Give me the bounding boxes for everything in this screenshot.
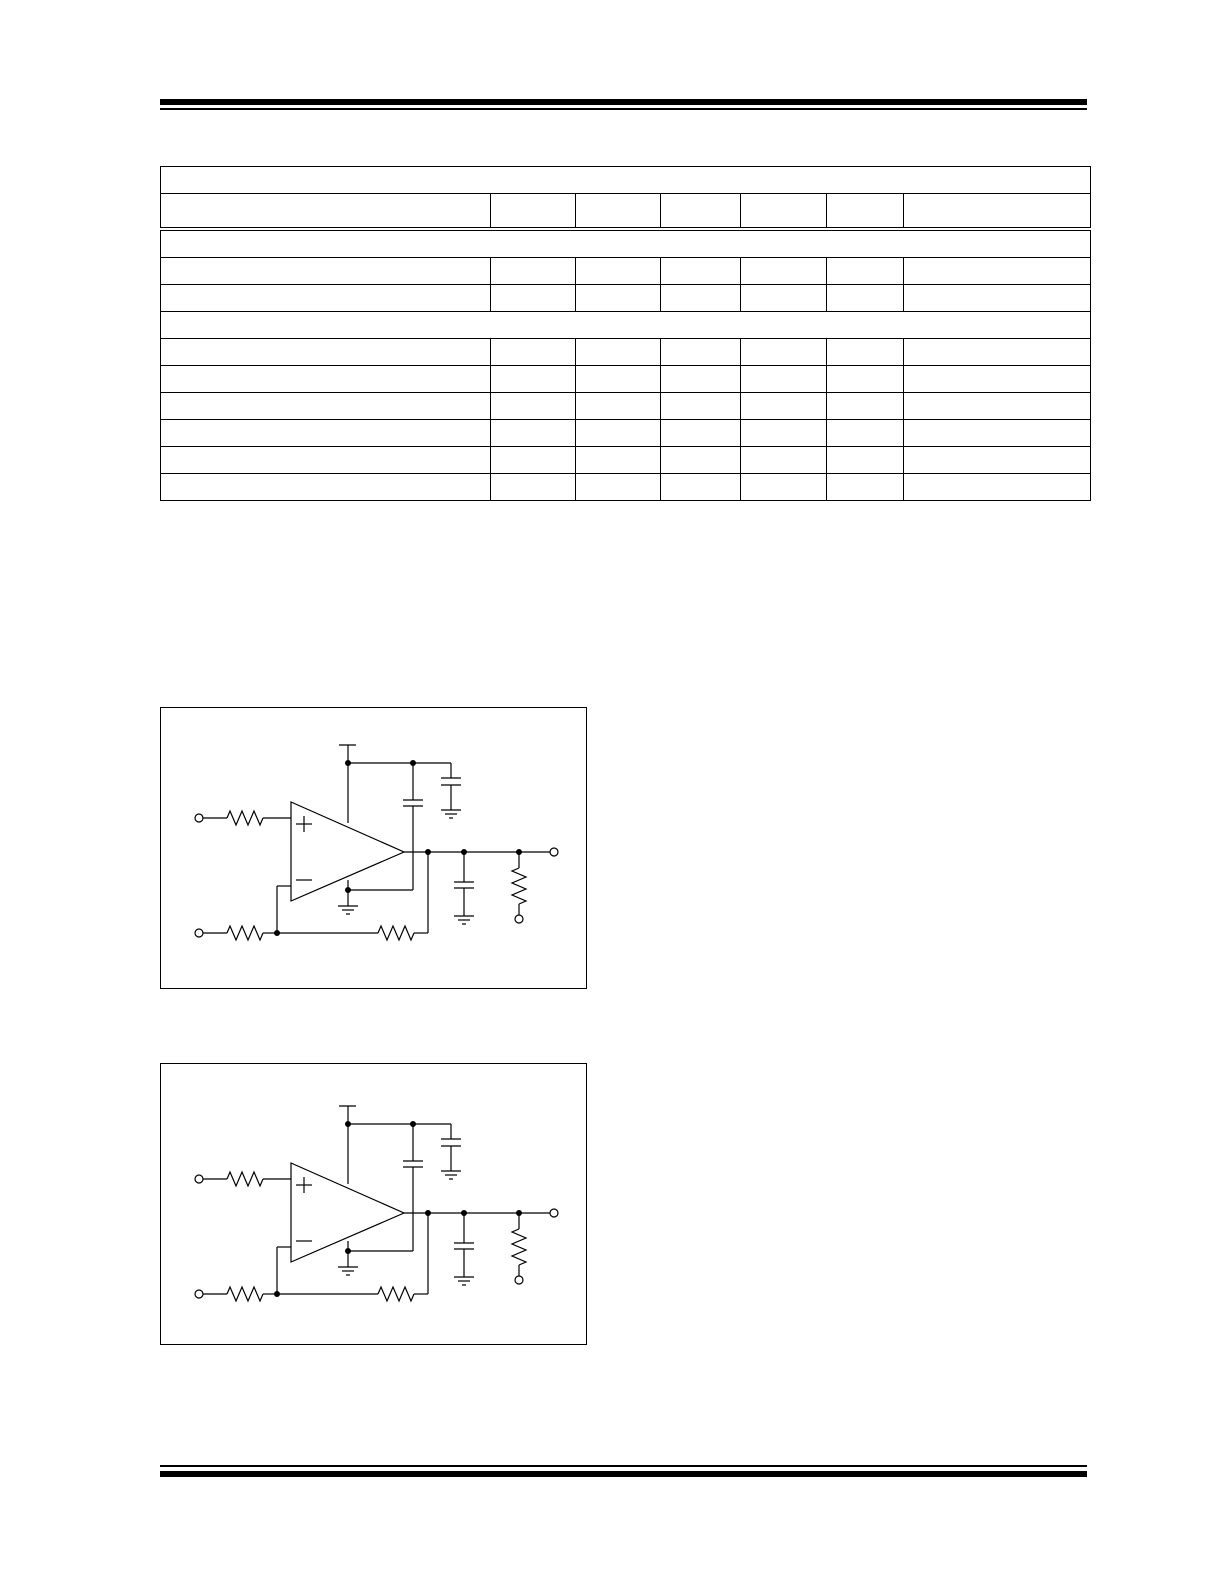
- footer-rule-thin: [160, 1465, 1087, 1467]
- header-cell-parameter: [160, 193, 491, 231]
- table-row: [160, 473, 1092, 501]
- header-rule-thick: [160, 99, 1087, 105]
- table-row: [160, 365, 1092, 393]
- section-cell: [159, 228, 1092, 258]
- table-row: [160, 257, 1092, 285]
- header-cell-units: [826, 193, 904, 231]
- header-cell-conditions: [902, 193, 1092, 231]
- header-cell-min: [575, 193, 661, 231]
- test-circuit-figure-2: [160, 1063, 587, 1345]
- section-cell: [159, 311, 1092, 339]
- header-cell-symbol: [490, 193, 576, 231]
- table-title-cell: [159, 166, 1092, 194]
- header-cell-typ: [660, 193, 741, 231]
- header-cell-max: [740, 193, 827, 231]
- table-row: [160, 446, 1092, 474]
- op-amp-schematic: [194, 1105, 559, 1303]
- table-row: [160, 419, 1092, 447]
- table-title-row: [159, 166, 1092, 194]
- op-amp-schematic: [194, 744, 559, 942]
- test-circuit-figure-1: [160, 707, 587, 989]
- table-section-row: [159, 228, 1092, 258]
- table-row: [160, 338, 1092, 366]
- table-section-row: [159, 311, 1092, 339]
- table-row: [160, 284, 1092, 312]
- footer-rule-thick: [160, 1471, 1087, 1477]
- specifications-table: [159, 166, 1092, 501]
- table-header-row: [160, 193, 1092, 231]
- table-row: [160, 392, 1092, 420]
- header-rule-thin: [160, 108, 1087, 110]
